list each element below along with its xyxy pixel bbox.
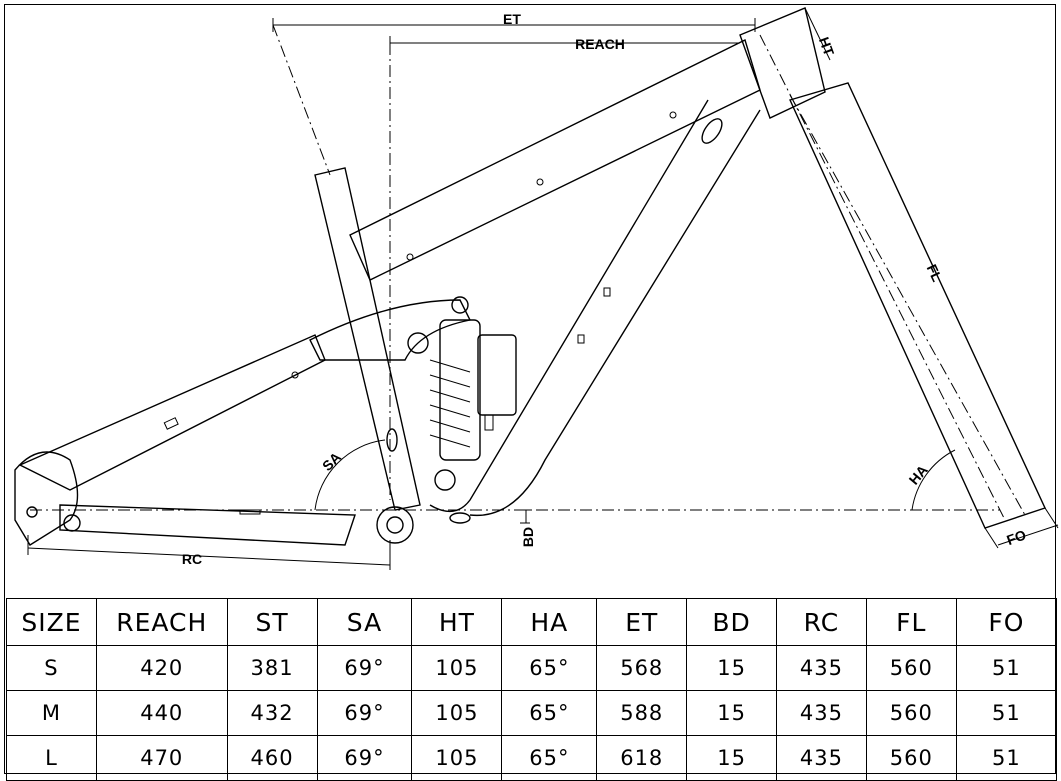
table-cell: 69° xyxy=(316,645,413,691)
construction-lines xyxy=(30,24,1026,521)
table-cell: 432 xyxy=(226,690,318,736)
geometry-table: SIZE REACH ST SA HT HA ET BD RC FL FO S … xyxy=(6,598,1058,781)
ha-label: HA xyxy=(906,462,931,488)
table-cell: 460 xyxy=(226,735,318,781)
table-cell: 105 xyxy=(411,645,503,691)
header-cell: REACH xyxy=(95,598,228,646)
seat-angle: SA xyxy=(314,439,386,511)
header-cell: SA xyxy=(316,598,413,646)
head-angle: HA xyxy=(906,449,956,511)
header-cell: ET xyxy=(596,598,688,646)
table-cell: 560 xyxy=(865,645,957,691)
table-cell: 568 xyxy=(596,645,688,691)
sa-label: SA xyxy=(319,449,344,474)
bottom-bracket xyxy=(376,428,471,544)
header-cell: BD xyxy=(686,598,778,646)
rear-shock xyxy=(429,319,517,491)
rc-dimension: RC xyxy=(27,535,391,570)
table-cell: 51 xyxy=(955,690,1058,736)
down-tube xyxy=(429,99,761,517)
header-cell: HA xyxy=(501,598,598,646)
table-cell: 69° xyxy=(316,690,413,736)
reach-dimension: REACH xyxy=(389,36,740,52)
table-cell: 15 xyxy=(686,645,778,691)
header-cell: FO xyxy=(955,598,1058,646)
header-cell: FL xyxy=(865,598,957,646)
table-cell: 560 xyxy=(865,690,957,736)
table-row: S 420 381 69° 105 65° 568 15 435 560 51 xyxy=(6,645,1058,691)
table-row: L 470 460 69° 105 65° 618 15 435 560 51 xyxy=(6,735,1058,781)
table-cell: 51 xyxy=(955,735,1058,781)
top-tube xyxy=(349,39,761,281)
seat-tube xyxy=(314,167,421,511)
rocker-link xyxy=(309,296,472,361)
et-label: ET xyxy=(503,11,521,27)
table-cell: 618 xyxy=(596,735,688,781)
table-row: M 440 432 69° 105 65° 588 15 435 560 51 xyxy=(6,690,1058,736)
table-cell: 420 xyxy=(95,645,228,691)
table-cell: 65° xyxy=(501,645,598,691)
table-cell: 470 xyxy=(95,735,228,781)
table-cell: 440 xyxy=(95,690,228,736)
header-cell: RC xyxy=(776,598,867,646)
table-cell: 65° xyxy=(501,735,598,781)
chain-stay xyxy=(59,504,356,546)
fork: FL FO xyxy=(789,82,1059,549)
table-cell: 435 xyxy=(776,645,867,691)
bd-label: BD xyxy=(520,527,536,547)
fl-label: FL xyxy=(924,262,946,285)
rc-label: RC xyxy=(182,551,202,567)
table-cell: 381 xyxy=(226,645,318,691)
ht-label: HT xyxy=(816,35,838,58)
table-header-row: SIZE REACH ST SA HT HA ET BD RC FL FO xyxy=(6,598,1058,646)
table-cell: 588 xyxy=(596,690,688,736)
table-cell: 105 xyxy=(411,735,503,781)
table-cell: S xyxy=(6,645,97,691)
reach-label: REACH xyxy=(575,36,625,52)
bd-dimension: BD xyxy=(520,509,536,547)
rear-dropout xyxy=(14,451,81,546)
table-cell: 435 xyxy=(776,735,867,781)
table-cell: 560 xyxy=(865,735,957,781)
fo-label: FO xyxy=(1004,526,1028,548)
et-dimension: ET xyxy=(272,11,756,32)
table-cell: 435 xyxy=(776,690,867,736)
table-cell: 65° xyxy=(501,690,598,736)
table-cell: 15 xyxy=(686,690,778,736)
header-cell: HT xyxy=(411,598,503,646)
table-cell: L xyxy=(6,735,97,781)
seat-stay xyxy=(18,334,326,491)
table-cell: 105 xyxy=(411,690,503,736)
table-cell: 15 xyxy=(686,735,778,781)
frame-geometry-drawing: ET REACH HT FL FO HA xyxy=(14,7,1059,570)
header-cell: SIZE xyxy=(6,598,97,646)
table-cell: 69° xyxy=(316,735,413,781)
table-cell: 51 xyxy=(955,645,1058,691)
header-cell: ST xyxy=(226,598,318,646)
table-cell: M xyxy=(6,690,97,736)
